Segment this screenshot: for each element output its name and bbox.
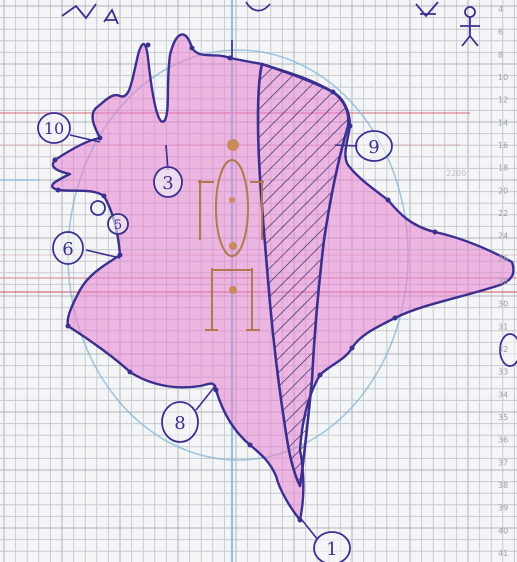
callout-1: 1 xyxy=(326,539,337,560)
scale-tick-label: 34 xyxy=(498,390,508,399)
scale-tick-label: 31 xyxy=(498,322,508,331)
scale-tick-label: 14 xyxy=(498,118,508,127)
scale-tick-label: 22 xyxy=(498,209,508,218)
faint-mark: 2200 xyxy=(446,169,466,178)
callout-5: 5 xyxy=(114,218,122,233)
scale-tick-label: 10 xyxy=(498,73,508,82)
scale-tick-label: 37 xyxy=(498,458,508,467)
scale-tick-label: 30 xyxy=(498,300,508,309)
scale-tick-label: 24 xyxy=(498,232,508,241)
scale-tick-label: 33 xyxy=(498,368,508,377)
callout-6: 6 xyxy=(62,239,73,260)
scale-tick-label: 12 xyxy=(498,96,508,105)
scale-tick-label: 28 xyxy=(498,277,508,286)
callout-8: 8 xyxy=(174,413,185,434)
scale-tick-label: 38 xyxy=(498,481,508,490)
callout-3: 3 xyxy=(162,173,173,194)
scale-tick-label: 36 xyxy=(498,436,508,445)
scale-tick-label: 16 xyxy=(498,141,508,150)
scale-tick-label: 20 xyxy=(498,186,508,195)
scale-tick-label: 35 xyxy=(498,413,508,422)
scale-tick-label: 40 xyxy=(498,526,508,535)
scale-tick-label: 26 xyxy=(498,254,508,263)
scale-tick-label: 41 xyxy=(498,549,508,558)
scale-tick-label: 6 xyxy=(498,28,503,37)
scale-tick-label: 39 xyxy=(498,504,508,513)
scale-tick-label: 8 xyxy=(498,50,503,59)
scale-tick-label: 18 xyxy=(498,164,508,173)
callout-9: 9 xyxy=(368,137,379,158)
scale-tick-label: 4 xyxy=(498,5,503,14)
scale-tick-label: 32 xyxy=(498,345,508,354)
callout-10: 10 xyxy=(44,119,64,138)
